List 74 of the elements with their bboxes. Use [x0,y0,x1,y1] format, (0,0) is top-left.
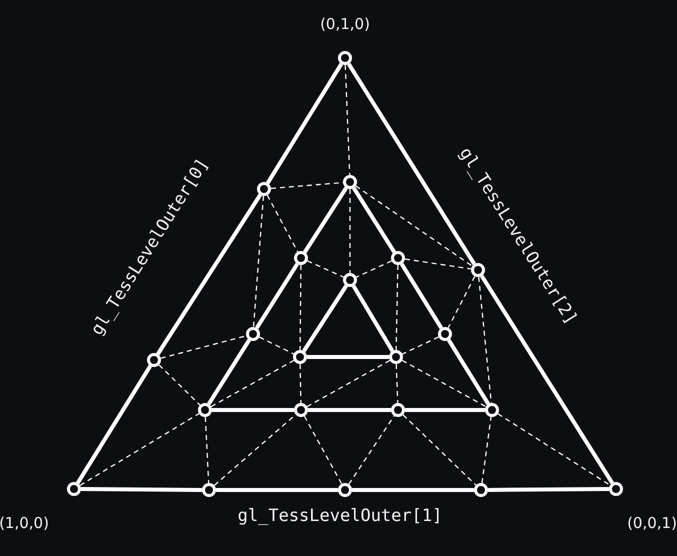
dashed-line [299,265,302,350]
dashed-line [404,258,472,270]
dashed-line [204,416,210,484]
dashed-line [402,360,486,408]
solid-line [307,355,389,359]
dashed-line [402,414,476,486]
dashed-line [80,413,200,486]
dashed-line [402,336,439,355]
dashed-line [344,64,350,176]
solid-line [480,274,614,484]
vertex-circle [485,403,499,417]
solid-line [352,488,474,492]
solid-line [266,62,344,184]
dashed-line [356,260,392,278]
dashed-line [448,276,476,328]
dashed-line [396,364,398,404]
dashed-line [300,364,302,404]
dashed-line [210,360,294,408]
dashed-line [259,336,294,354]
vertex-circle [389,350,403,364]
vertex-circle [343,175,357,189]
vertex-circle [609,482,623,496]
vertex-circle [471,263,485,277]
dashed-line [158,364,200,406]
solid-line [347,62,476,266]
vertex-circle [257,182,271,196]
solid-line [303,186,348,254]
dashed-line [307,260,344,278]
edge-caption: gl_TessLevelOuter[1] [238,506,442,526]
vertex-circle [343,273,357,287]
dashed-line [396,264,398,350]
dashed-line [481,416,492,484]
dashed-line [498,413,610,486]
dashed-line [306,360,390,408]
vertex-circle [293,350,307,364]
vertex-circle [338,483,352,497]
vertex-circle [391,251,405,265]
dashed-line [478,276,492,404]
vertex-circle [391,403,405,417]
vertex-circle [338,51,352,65]
solid-line [80,487,202,492]
solid-line [255,262,299,330]
vertex-circle [198,403,212,417]
vertex-circle [246,327,260,341]
solid-line [308,408,391,412]
coordinate-label: (0,0,1) [627,514,677,532]
vertex-circle [294,403,308,417]
dashed-line [266,194,298,252]
solid-line [488,487,610,492]
solid-line [352,186,396,254]
solid-line [405,408,485,412]
solid-line [352,284,394,352]
solid-line [302,284,348,352]
vertex-circle [147,353,161,367]
dashed-line [160,335,246,359]
vertex-circle [202,483,216,497]
solid-line [216,488,338,492]
vertex-circle [438,327,452,341]
vertex-circle [474,483,488,497]
dashed-line [348,416,395,484]
solid-line [76,364,152,484]
dashed-line [355,185,473,267]
coordinate-label: (0,1,0) [320,15,370,33]
coordinate-label: (1,0,0) [0,514,49,532]
solid-line [400,262,444,330]
vertex-circle [67,482,81,496]
solid-line [156,194,262,356]
vertex-circle [294,251,308,265]
solid-line [212,408,294,412]
dashed-line [304,416,342,484]
dashed-line [252,196,264,328]
solid-line [446,338,490,406]
dashed-line [349,189,351,273]
solid-line [207,338,251,406]
